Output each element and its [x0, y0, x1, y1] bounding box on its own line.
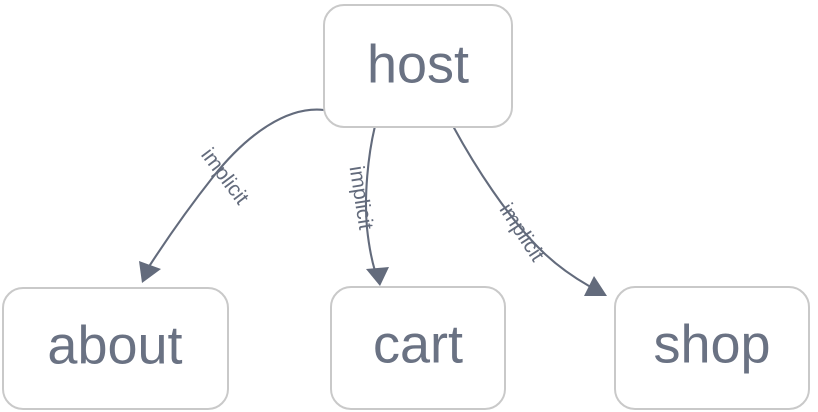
edge-host-cart-label: implicit [345, 164, 378, 231]
nodes-layer: host about cart shop [2, 4, 810, 410]
node-about[interactable]: about [2, 287, 229, 410]
edge-host-cart[interactable]: implicit [345, 124, 389, 286]
edges-layer: implicit implicit implicit [139, 108, 607, 296]
node-cart-box [330, 286, 506, 410]
node-shop-label: shop [653, 314, 770, 374]
edge-host-shop-path [451, 124, 591, 288]
edge-host-about[interactable]: implicit [139, 108, 326, 283]
node-cart-label: cart [373, 314, 463, 374]
node-shop[interactable]: shop [614, 286, 810, 410]
edge-host-about-arrowhead [139, 261, 161, 283]
node-about-label: about [47, 315, 182, 375]
node-about-box [2, 287, 229, 410]
edge-host-about-path [148, 108, 326, 267]
edge-host-shop-arrowhead [584, 276, 607, 296]
edge-host-shop-label: implicit [495, 199, 549, 265]
node-cart[interactable]: cart [330, 286, 506, 410]
edge-host-cart-path [364, 124, 377, 273]
node-host-label: host [367, 34, 469, 94]
edge-host-cart-arrowhead [366, 267, 389, 286]
node-host-box [323, 4, 513, 128]
edge-host-about-label: implicit [196, 144, 253, 209]
node-shop-box [614, 286, 810, 410]
node-host[interactable]: host [323, 4, 513, 128]
edge-host-shop[interactable]: implicit [451, 124, 607, 296]
